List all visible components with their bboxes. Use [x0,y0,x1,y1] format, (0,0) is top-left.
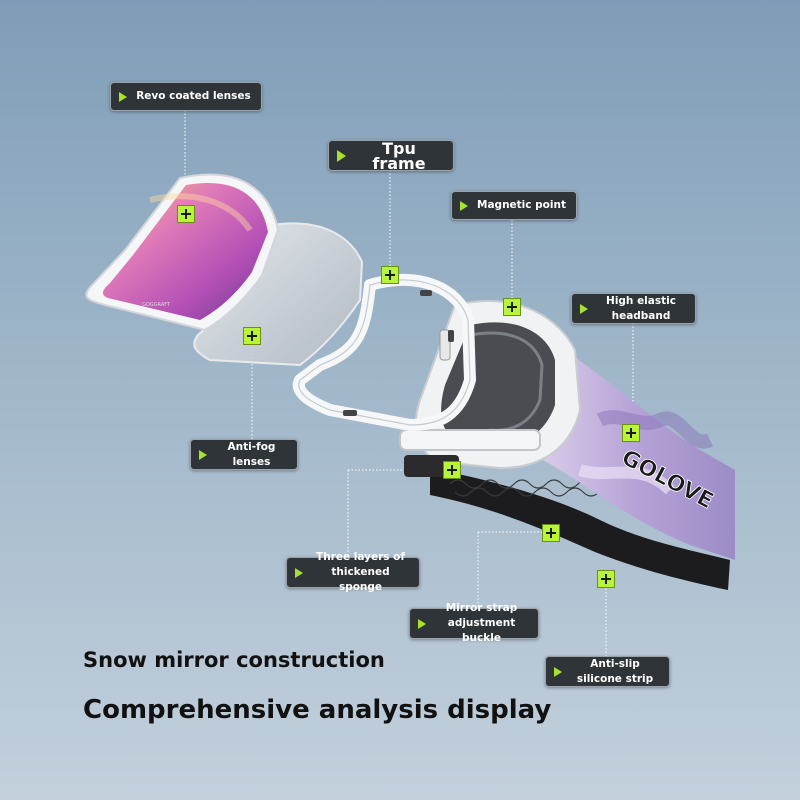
pointer-triangle-icon [337,149,346,162]
callout-anti-fog-lenses: Anti-fog lenses [190,439,298,470]
callout-high-elastic-headband: High elastic headband [571,293,696,324]
callout-magnetic-point: Magnetic point [451,191,577,220]
lens-brand-mark: GOGGRAFT [142,302,171,308]
pointer-triangle-icon [554,666,562,677]
callout-mirror-strap-buckle: Mirror strap adjustment buckle [409,602,539,644]
callout-three-layers-sponge: Three layers of thickened sponge [286,551,420,593]
plus-marker-icon [622,424,640,442]
pointer-triangle-icon [580,303,588,314]
plus-marker-icon [381,266,399,284]
pointer-triangle-icon [199,449,207,460]
pointer-triangle-icon [460,200,468,211]
plus-marker-icon [503,298,521,316]
callout-revo-coated-lenses: Revo coated lenses [110,82,262,111]
sponge-strap [430,468,730,590]
pointer-triangle-icon [295,567,303,578]
callout-anti-slip-strip: Anti-slip silicone strip [545,656,670,687]
plus-marker-icon [443,461,461,479]
heading-analysis: Comprehensive analysis display [83,695,552,725]
plus-marker-icon [542,524,560,542]
heading-construction: Snow mirror construction [83,648,385,672]
anti-fog-lens-part [193,222,364,367]
callout-tpu-frame: Tpu frame [328,140,454,171]
plus-marker-icon [243,327,261,345]
plus-marker-icon [597,570,615,588]
pointer-triangle-icon [418,618,426,629]
headband [540,340,735,560]
pointer-triangle-icon [119,91,127,102]
revo-lens-surface [102,182,269,320]
plus-marker-icon [177,205,195,223]
